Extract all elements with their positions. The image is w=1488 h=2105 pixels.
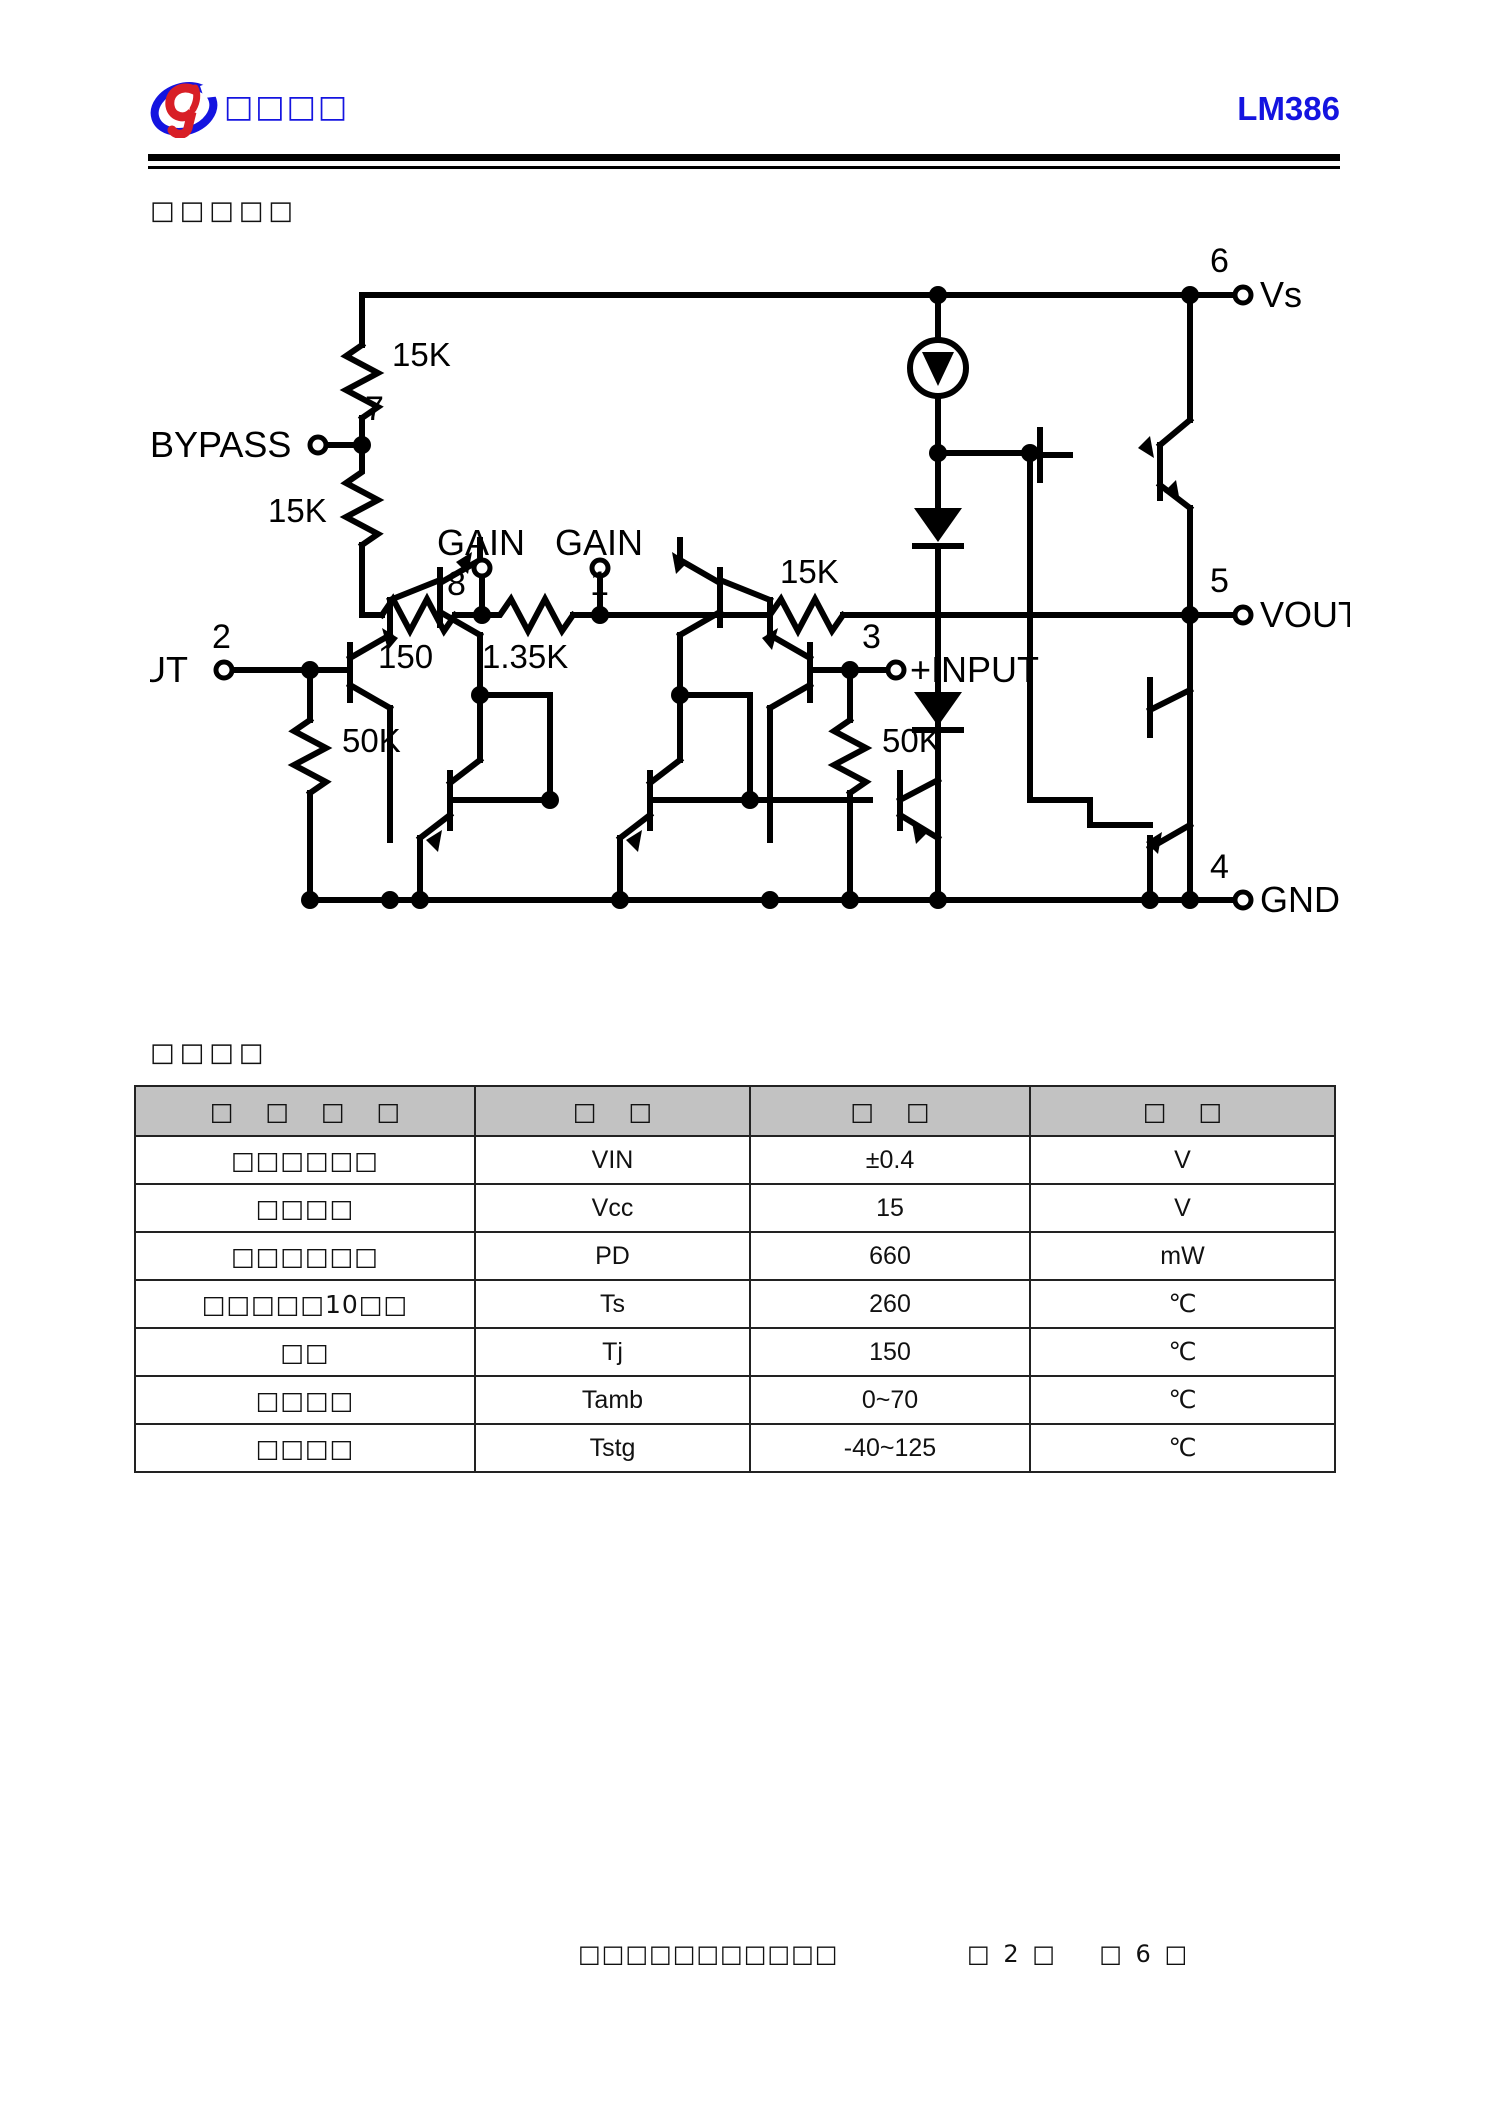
footer-total-number: 6 <box>1135 1940 1152 1968</box>
logo-g-icon <box>148 76 222 138</box>
cell-parameter: □□□□□□ <box>134 1231 476 1281</box>
column-header-value: □ □ <box>749 1085 1031 1137</box>
table-header-row: □ □ □ □ □ □ □ □ □ □ <box>134 1085 1336 1137</box>
section-title-ratings: □□□□ <box>150 1038 269 1068</box>
pin-6-number: 6 <box>1210 242 1229 280</box>
footer-page-number: 2 <box>1003 1940 1020 1968</box>
cell-value: -40~125 <box>749 1423 1031 1473</box>
pin-7-label: BYPASS <box>150 424 291 465</box>
company-logo: □□□□ <box>148 76 349 138</box>
cell-symbol: PD <box>474 1231 751 1281</box>
cell-parameter: □□□□ <box>134 1423 476 1473</box>
internal-circuit-schematic: 15K 15K 150 1.35K 15K 50K 50K 7 BYPASS 8… <box>150 240 1350 940</box>
company-name: □□□□ <box>224 88 350 125</box>
page-header: □□□□ LM386 <box>148 76 1340 156</box>
footer-company: □□□□□□□□□□□ <box>578 1940 839 1968</box>
pin-8-number: 8 <box>447 565 466 603</box>
table-row: □□□□ Vcc 15 V <box>134 1183 1336 1233</box>
cell-parameter: □□□□□□ <box>134 1135 476 1185</box>
cell-value: 660 <box>749 1231 1031 1281</box>
label-r-15k-top: 15K <box>392 336 451 373</box>
footer-pagination: □ 2 □ □ 6 □ <box>965 1940 1190 1968</box>
footer-total-prefix: □ <box>1099 1940 1123 1968</box>
label-r-50k-right: 50K <box>882 722 941 759</box>
footer-page-suffix: □ <box>1032 1940 1056 1968</box>
cell-symbol: Ts <box>474 1279 751 1329</box>
pin-3-label: +INPUT <box>910 649 1039 690</box>
pin-5-label: VOUT <box>1260 594 1350 635</box>
table-row: □□□□□10□□ Ts 260 ℃ <box>134 1279 1336 1329</box>
cell-parameter: □□□□ <box>134 1375 476 1425</box>
column-header-unit: □ □ <box>1029 1085 1336 1137</box>
pin-6-label: Vs <box>1260 274 1302 315</box>
cell-unit: ℃ <box>1029 1279 1336 1329</box>
table-row: □□□□ Tamb 0~70 ℃ <box>134 1375 1336 1425</box>
table-row: □□□□ Tstg -40~125 ℃ <box>134 1423 1336 1473</box>
column-header-symbol: □ □ <box>474 1085 751 1137</box>
header-rule-thick <box>148 154 1340 161</box>
cell-unit: V <box>1029 1135 1336 1185</box>
table-row: □□ Tj 150 ℃ <box>134 1327 1336 1377</box>
cell-unit: ℃ <box>1029 1375 1336 1425</box>
cell-unit: ℃ <box>1029 1423 1336 1473</box>
absolute-maximum-ratings-table: □ □ □ □ □ □ □ □ □ □ □□□□□□ VIN ±0.4 V □□… <box>134 1085 1336 1473</box>
cell-parameter: □□ <box>134 1327 476 1377</box>
cell-symbol: Vcc <box>474 1183 751 1233</box>
cell-value: 15 <box>749 1183 1031 1233</box>
label-r-1p35k: 1.35K <box>482 638 568 675</box>
cell-value: 150 <box>749 1327 1031 1377</box>
label-r-15k-feedback: 15K <box>780 553 839 590</box>
cell-parameter: □□□□□10□□ <box>134 1279 476 1329</box>
pin-1-number: 1 <box>590 565 609 603</box>
pin-1-label: GAIN <box>555 522 643 563</box>
table-row: □□□□□□ VIN ±0.4 V <box>134 1135 1336 1185</box>
label-r-15k-bypass: 15K <box>268 492 327 529</box>
pin-8-label: GAIN <box>437 522 525 563</box>
cell-unit: ℃ <box>1029 1327 1336 1377</box>
pin-3-number: 3 <box>862 618 881 656</box>
column-header-parameter: □ □ □ □ <box>134 1085 476 1137</box>
pin-2-label: -INPUT <box>150 649 188 690</box>
cell-symbol: VIN <box>474 1135 751 1185</box>
cell-symbol: Tstg <box>474 1423 751 1473</box>
label-r-150: 150 <box>378 638 433 675</box>
pin-2-number: 2 <box>212 618 231 656</box>
pin-7-number: 7 <box>365 390 384 428</box>
cell-unit: V <box>1029 1183 1336 1233</box>
table-row: □□□□□□ PD 660 mW <box>134 1231 1336 1281</box>
cell-symbol: Tj <box>474 1327 751 1377</box>
pin-4-label: GND <box>1260 879 1340 920</box>
pin-5-number: 5 <box>1210 562 1229 600</box>
cell-value: 0~70 <box>749 1375 1031 1425</box>
pin-4-number: 4 <box>1210 848 1229 886</box>
part-number: LM386 <box>1237 90 1340 127</box>
cell-unit: mW <box>1029 1231 1336 1281</box>
section-title-schematic: □□□□□ <box>150 196 298 226</box>
footer-total-suffix: □ <box>1164 1940 1189 1968</box>
cell-symbol: Tamb <box>474 1375 751 1425</box>
cell-value: ±0.4 <box>749 1135 1031 1185</box>
header-rule-thin <box>148 166 1340 169</box>
cell-parameter: □□□□ <box>134 1183 476 1233</box>
cell-value: 260 <box>749 1279 1031 1329</box>
label-r-50k-left: 50K <box>342 722 401 759</box>
footer-page-prefix: □ <box>967 1940 991 1968</box>
